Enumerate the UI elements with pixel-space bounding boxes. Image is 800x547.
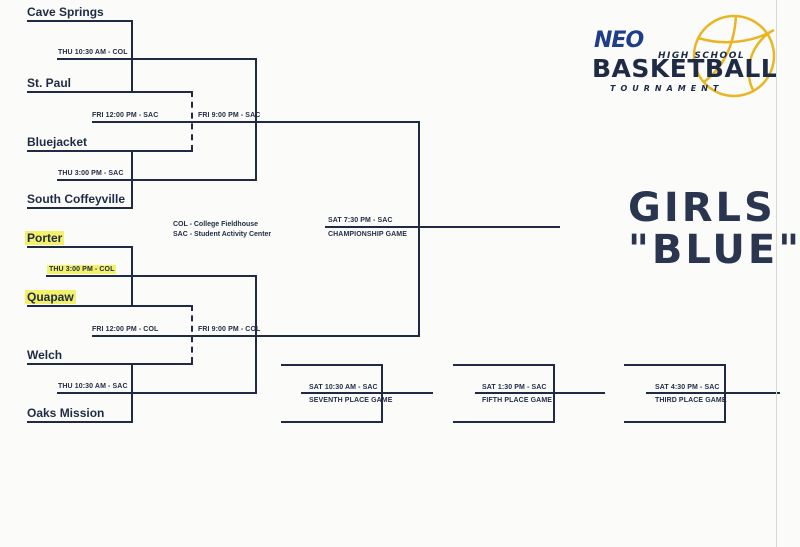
consolation-line xyxy=(133,150,193,152)
bracket-connector xyxy=(131,20,133,93)
team-porter: Porter xyxy=(25,231,65,245)
semi-connector xyxy=(255,275,257,394)
seventh-label: SEVENTH PLACE GAME xyxy=(309,397,393,404)
bye-line xyxy=(92,335,193,337)
semi-connector xyxy=(255,58,257,181)
team-line xyxy=(27,91,133,93)
final-connector xyxy=(418,121,420,337)
game-time-q4: THU 10:30 AM - SAC xyxy=(58,383,128,390)
seventh-bottom-line xyxy=(281,421,383,423)
fifth-time: SAT 1:30 PM - SAC xyxy=(482,384,547,391)
seventh-time: SAT 10:30 AM - SAC xyxy=(309,384,378,391)
third-bottom-line xyxy=(624,421,726,423)
team-line xyxy=(27,363,133,365)
championship-line xyxy=(325,226,560,228)
team-line xyxy=(27,20,133,22)
game-time-bye-top: FRI 12:00 PM - SAC xyxy=(92,112,159,119)
fifth-top-line xyxy=(453,364,555,366)
fifth-bottom-line xyxy=(453,421,555,423)
team-quapaw: Quapaw xyxy=(25,290,76,304)
page-edge xyxy=(776,0,777,547)
game-time-q2: THU 3:00 PM - SAC xyxy=(58,170,124,177)
team-line xyxy=(27,207,133,209)
logo-basketball: BASKETBALL xyxy=(592,54,778,83)
consolation-line xyxy=(133,91,193,93)
team-welch: Welch xyxy=(27,348,63,362)
consolation-dash xyxy=(191,305,193,363)
division-title-line2: "BLUE" xyxy=(628,227,800,273)
logo-tournament: TOURNAMENT xyxy=(610,84,724,93)
team-south-coffeyville: South Coffeyville xyxy=(27,192,126,206)
consolation-line xyxy=(133,363,193,365)
team-oaks-mission: Oaks Mission xyxy=(27,406,105,420)
fifth-label: FIFTH PLACE GAME xyxy=(482,397,553,404)
division-title-line1: GIRLS xyxy=(628,185,776,231)
winner-line xyxy=(57,179,257,181)
consolation-line xyxy=(133,305,193,307)
winner-line xyxy=(57,58,257,60)
game-time-semi-bottom: FRI 9:00 PM - COL xyxy=(198,326,261,333)
championship-label: CHAMPIONSHIP GAME xyxy=(328,231,407,238)
semi-winner-line xyxy=(193,121,420,123)
third-winner-line xyxy=(646,392,780,394)
legend: COL - College Fieldhouse SAC - Student A… xyxy=(173,220,271,240)
seventh-winner-line xyxy=(301,392,433,394)
basketball-icon xyxy=(692,14,776,98)
semi-winner-line xyxy=(193,335,420,337)
bye-line xyxy=(92,121,193,123)
team-bluejacket: Bluejacket xyxy=(27,135,88,149)
team-st-paul: St. Paul xyxy=(27,76,72,90)
team-line xyxy=(27,305,133,307)
fifth-winner-line xyxy=(475,392,605,394)
game-time-q3: THU 3:00 PM - COL xyxy=(47,265,117,274)
legend-sac: SAC - Student Activity Center xyxy=(173,231,272,238)
seventh-top-line xyxy=(281,364,383,366)
team-line xyxy=(27,150,133,152)
logo-high-school: HIGH SCHOOL xyxy=(658,51,746,61)
winner-line xyxy=(57,392,257,394)
game-time-semi-top: FRI 9:00 PM - SAC xyxy=(198,112,261,119)
winner-line xyxy=(46,275,257,277)
game-time-q1: THU 10:30 AM - COL xyxy=(58,49,128,56)
logo-neo: NEO xyxy=(594,28,644,53)
game-time-bye-bottom: FRI 12:00 PM - COL xyxy=(92,326,159,333)
third-top-line xyxy=(624,364,726,366)
third-label: THIRD PLACE GAME xyxy=(655,397,727,404)
team-line xyxy=(27,246,133,248)
tournament-logo: NEO HIGH SCHOOL BASKETBALL TOURNAMENT xyxy=(584,8,794,108)
championship-time: SAT 7:30 PM - SAC xyxy=(328,217,393,224)
team-cave-springs: Cave Springs xyxy=(27,5,104,19)
third-time: SAT 4:30 PM - SAC xyxy=(655,384,720,391)
team-line xyxy=(27,421,133,423)
legend-col: COL - College Fieldhouse xyxy=(173,221,259,228)
